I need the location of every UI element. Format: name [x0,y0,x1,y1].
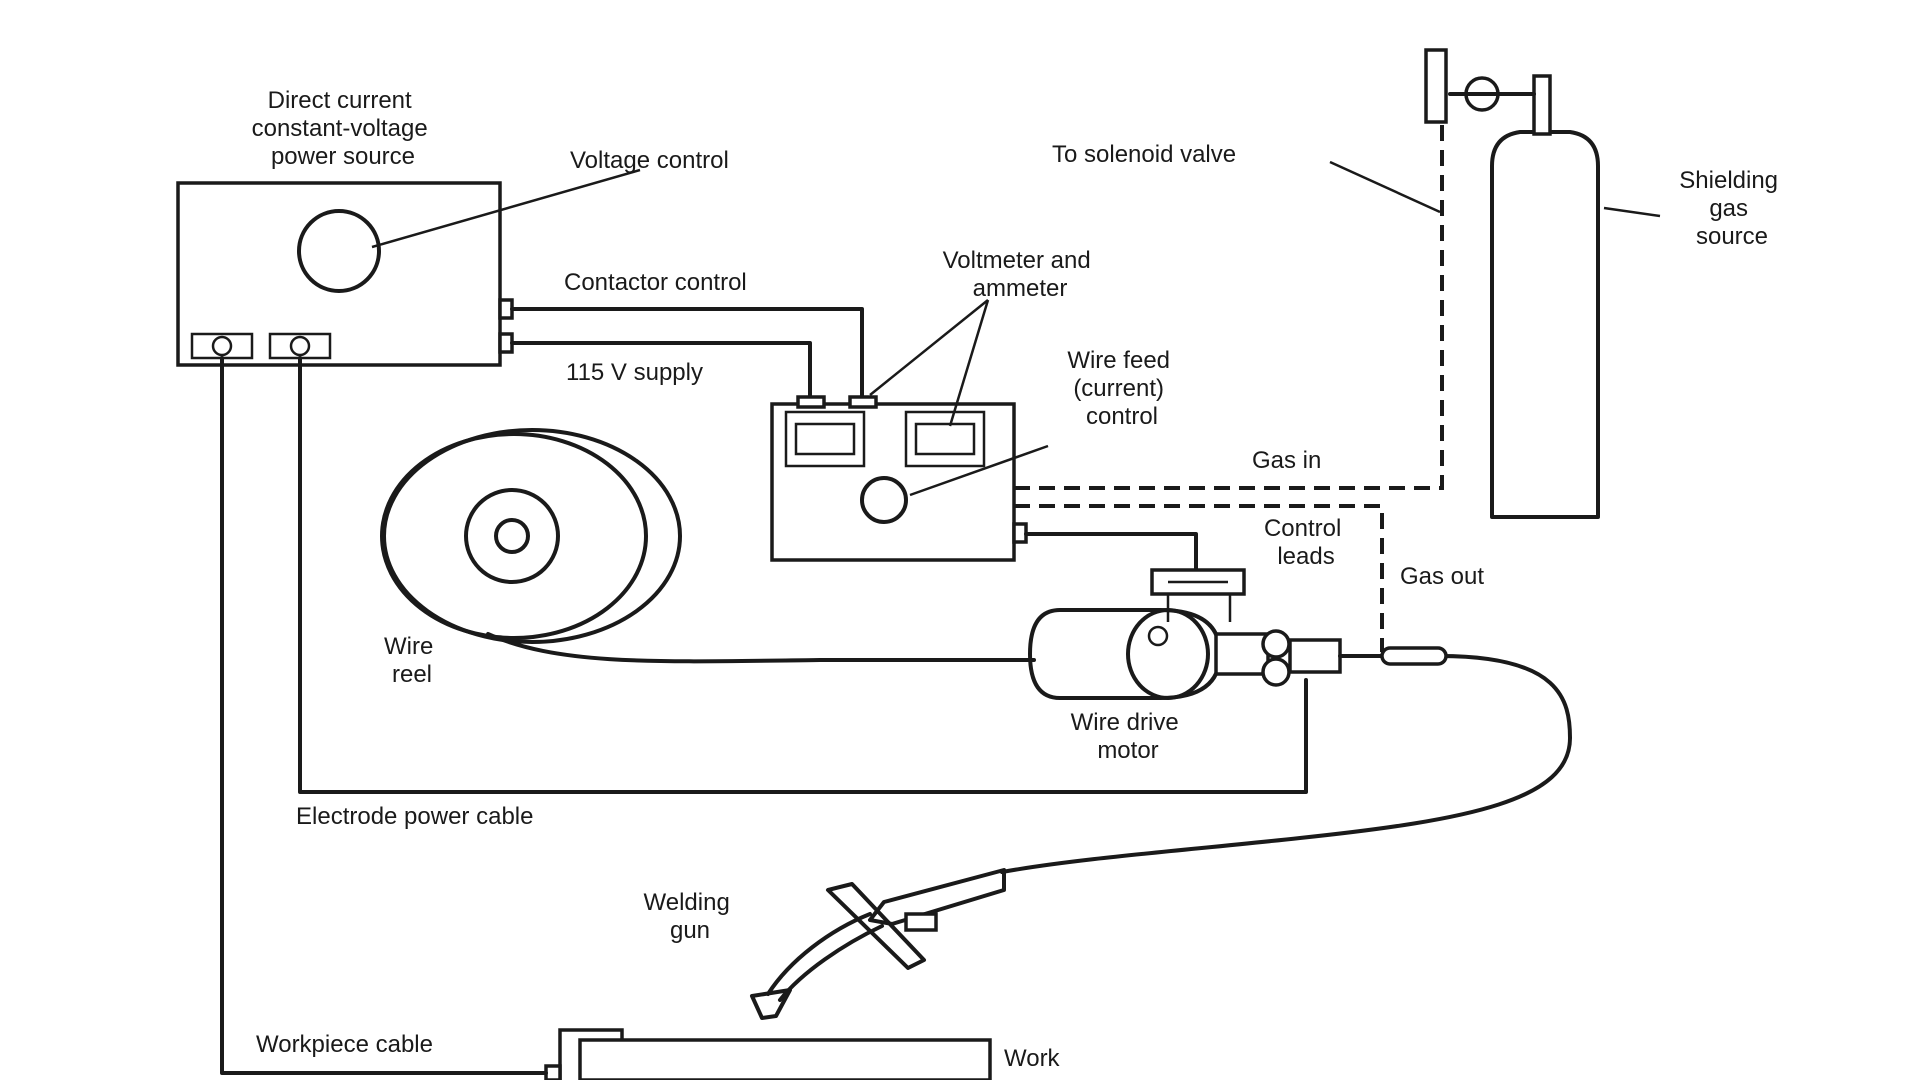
gas-in-label: Gas in [1252,447,1321,474]
power-source-label: Direct current constant-voltage power so… [252,87,435,170]
wire-feed-control-label: Wire feed (current) control [1067,347,1176,430]
gas-in-line [1014,110,1444,490]
work-plate [578,1038,992,1080]
workpiece-cable-terminal [544,1064,562,1080]
wire-drive-motor-label: Wire drive motor [1071,709,1186,764]
gun-neck [766,912,872,996]
supply-115v-line [510,341,812,399]
contactor-control-line [510,307,864,399]
workpiece-cable [220,356,548,1075]
welding-gun [750,868,1006,1020]
gas-out-label: Gas out [1400,563,1484,590]
gas-out-line [1014,504,1384,652]
workpiece-cable-label: Workpiece cable [256,1031,433,1058]
workpiece [544,1028,992,1080]
drive-rolls-housing [1214,632,1270,676]
voltmeter-leader [869,299,989,396]
cylinder-valve-stem [1532,74,1552,136]
wire-reel [380,428,682,644]
gun-nozzle [750,988,792,1020]
wire-reel-label: Wire reel [384,633,440,688]
work-label: Work [1004,1045,1061,1072]
voltage-control-knob [297,209,381,293]
control-leads-label: Control leads [1264,515,1348,570]
control-box-terminal-left [796,395,826,409]
electrode-wire [486,632,1036,664]
electrode-power-cable [298,356,1308,794]
gas-cylinder [1424,48,1600,519]
voltage-control-leader [371,168,641,249]
ammeter [904,410,986,468]
electrode-power-cable-label: Electrode power cable [296,803,533,830]
voltage-control-label: Voltage control [570,147,729,174]
control-leads-line [1024,532,1198,572]
wire-feed-control-knob [860,476,908,524]
welding-gun-label: Welding gun [644,889,737,944]
gun-cable [1000,654,1572,874]
control-leads-connector [1012,522,1028,544]
solenoid-valve [1424,48,1448,124]
gun-cable-connector [1380,646,1448,666]
voltmeter-ammeter-label: Voltmeter and ammeter [943,247,1098,302]
wire-feed-control-leader [909,444,1049,497]
control-box-terminal-right [848,395,878,409]
wire-drive-motor [1028,568,1342,700]
voltmeter [784,410,866,468]
control-box [770,395,1028,562]
drive-roll-top [1261,629,1291,659]
contactor-control-label: Contactor control [564,269,747,296]
gun-switch [904,912,938,932]
supply-115v-label: 115 V supply [566,359,703,386]
power-source-unit [176,181,514,367]
drive-roll-bottom [1261,657,1291,687]
to-solenoid-valve-label: To solenoid valve [1052,141,1236,168]
gun-handle [868,868,1006,926]
cable-adapter [1288,638,1342,674]
solenoid-valve-leader [1329,160,1441,214]
gas-source-leader [1603,206,1661,218]
shielding-gas-source-label: Shielding gas source [1679,167,1784,250]
gun-trigger [826,882,926,970]
ammeter-leader [948,299,990,427]
motor-terminal-block [1150,568,1246,596]
